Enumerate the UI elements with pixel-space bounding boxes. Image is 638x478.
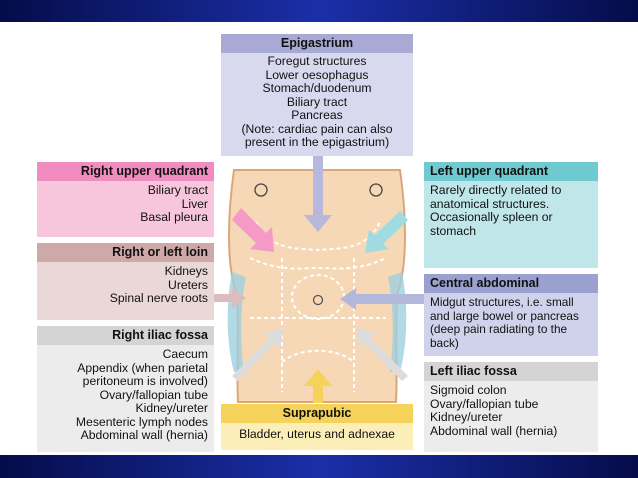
luq-line: anatomical structures. [430,196,550,211]
left-iliac-panel: Left iliac fossa Sigmoid colon Ovary/fal… [424,362,598,452]
luq-panel: Left upper quadrant Rarely directly rela… [424,162,598,268]
right-iliac-panel: Right iliac fossa Caecum Appendix (when … [37,326,214,452]
right-iliac-line: Abdominal wall (hernia) [80,428,208,442]
suprapubic-panel: Suprapubic Bladder, uterus and adnexae [221,404,413,450]
luq-body: Rarely directly related to anatomical st… [424,181,598,268]
left-iliac-line: Abdominal wall (hernia) [430,423,558,438]
left-iliac-line: Ovary/fallopian tube [430,396,539,411]
central-line: Midgut structures, i.e. small [430,295,574,309]
ruq-body: Biliary tract Liver Basal pleura [37,181,214,237]
ruq-line: Biliary tract [147,183,208,197]
left-iliac-line: Kidney/ureter [430,410,503,424]
ruq-arrow [232,208,274,252]
central-arrow [340,288,424,310]
loin-panel: Right or left loin Kidneys Ureters Spina… [37,243,214,320]
slide-bottom-bar [0,455,638,478]
left-iliac-arrow [356,328,408,381]
suprapubic-arrow [304,369,332,403]
epigastrium-line: Foregut structures [267,54,367,68]
right-iliac-line: Kidney/ureter [135,401,209,415]
right-iliac-line: Mesenteric lymph nodes [75,414,208,429]
epigastrium-line: Stomach/duodenum [262,81,372,95]
left-iliac-line: Sigmoid colon [430,383,507,397]
suprapubic-title: Suprapubic [221,404,413,423]
loin-arrow [212,288,246,308]
epigastrium-line: Biliary tract [286,94,348,109]
central-body: Midgut structures, i.e. small and large … [424,293,598,356]
ruq-line: Basal pleura [140,210,208,224]
central-panel: Central abdominal Midgut structures, i.e… [424,274,598,356]
central-line: back) [430,335,459,350]
right-iliac-line: Ovary/fallopian tube [99,387,208,402]
right-iliac-line: peritoneum is involved) [82,374,208,388]
epigastrium-title: Epigastrium [221,34,413,53]
loin-title: Right or left loin [37,243,214,262]
umbilicus [312,294,324,306]
right-iliac-body: Caecum Appendix (when parietal peritoneu… [37,345,214,452]
luq-title: Left upper quadrant [424,162,598,181]
right-iliac-line: Appendix (when parietal [77,360,208,375]
right-nipple [254,183,268,197]
epigastrium-line: present in the epigastrium) [244,135,390,149]
slide-top-bar [0,0,638,22]
loin-line: Ureters [168,277,208,292]
epigastrium-body: Foregut structures Lower oesophagus Stom… [221,53,413,156]
luq-line: Occasionally spleen or [430,210,553,224]
arrows [212,152,424,403]
abdomen-illustration [212,152,424,403]
right-iliac-line: Caecum [162,347,208,361]
suprapubic-line: Bladder, uterus and adnexae [239,427,395,441]
central-title: Central abdominal [424,274,598,293]
luq-line: stomach [430,223,477,238]
luq-arrow [365,211,408,253]
ruq-line: Liver [181,196,208,211]
right-iliac-arrow [232,328,284,381]
epigastrium-line: Pancreas [291,108,343,122]
loin-line: Kidneys [164,264,208,278]
epigastrium-line: (Note: cardiac pain can also [241,121,393,136]
epigastrium-arrow [304,152,332,232]
loin-line: Spinal nerve roots [109,291,208,305]
left-iliac-title: Left iliac fossa [424,362,598,381]
central-line: (deep pain radiating to the [430,322,568,336]
region-dashed-lines [249,221,387,392]
epigastrium-panel: Epigastrium Foregut structures Lower oes… [221,34,413,156]
luq-line: Rarely directly related to [430,183,562,197]
left-nipple [369,183,383,197]
central-line: and large bowel or pancreas [430,308,579,323]
left-iliac-body: Sigmoid colon Ovary/fallopian tube Kidne… [424,381,598,452]
right-iliac-title: Right iliac fossa [37,326,214,345]
loin-body: Kidneys Ureters Spinal nerve roots [37,262,214,320]
epigastrium-line: Lower oesophagus [265,67,369,82]
suprapubic-body: Bladder, uterus and adnexae [221,423,413,450]
ruq-panel: Right upper quadrant Biliary tract Liver… [37,162,214,237]
slide-canvas: Epigastrium Foregut structures Lower oes… [0,22,638,455]
ruq-title: Right upper quadrant [37,162,214,181]
